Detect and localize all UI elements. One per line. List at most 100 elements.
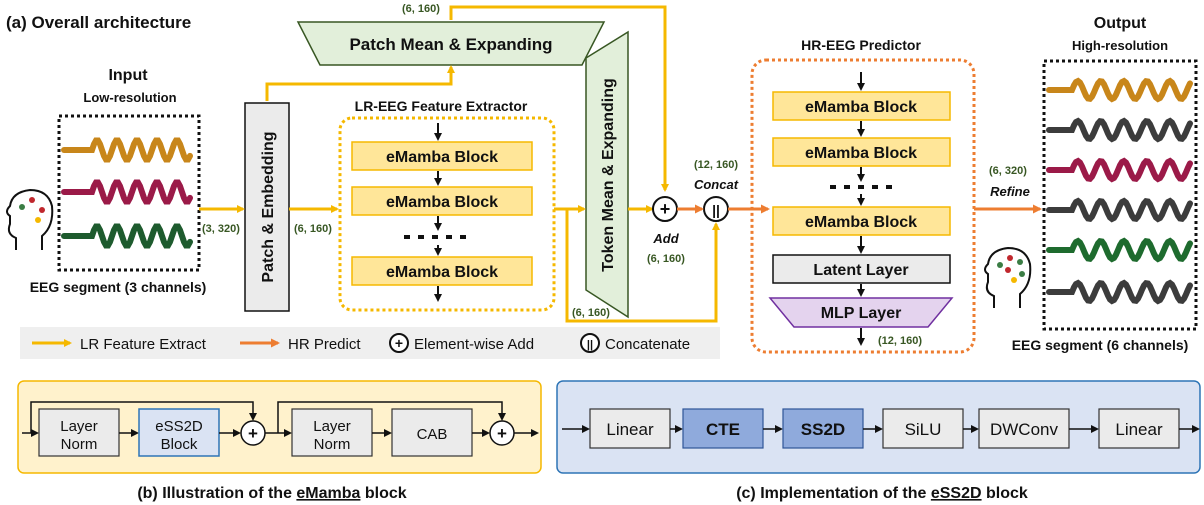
dim-embed: (6, 160) — [294, 223, 332, 235]
ess2d-box-1 — [589, 408, 671, 449]
svg-text:Concatenate: Concatenate — [605, 336, 690, 353]
lr-block-label: eMamba Block — [386, 264, 498, 281]
legend-hr: HR Predict — [240, 336, 361, 353]
svg-text:+: + — [660, 199, 671, 219]
latent-layer-label: Latent Layer — [813, 262, 908, 279]
refine-label: Refine — [990, 184, 1030, 199]
hr-predictor-block-3: eMamba Block — [772, 206, 951, 236]
ess2d-caption: (c) Implementation of the eSS2D block — [736, 485, 1028, 502]
emamba-layer-norm-1 — [38, 408, 120, 457]
svg-text:||: || — [587, 339, 593, 351]
legend-concat: || Concatenate — [580, 333, 690, 353]
emamba-cab-label: CAB — [417, 426, 448, 443]
input-wave-2 — [61, 179, 193, 205]
output-wave-6 — [1046, 279, 1193, 305]
ess2d-box-label: CTE — [706, 420, 740, 439]
input-waves — [61, 137, 193, 249]
output-subheading: High-resolution — [1072, 38, 1168, 53]
dim-add: (6, 160) — [647, 253, 685, 265]
emamba-ess2d-block — [138, 408, 220, 457]
lr-block-label: eMamba Block — [386, 149, 498, 166]
mlp-layer-label: MLP Layer — [821, 305, 902, 322]
legend-background — [20, 327, 720, 359]
emamba-layer-norm-2 — [291, 408, 373, 457]
hr-predictor-block-1: eMamba Block — [772, 91, 951, 121]
output-wave-2 — [1046, 117, 1193, 143]
head-icon-output — [984, 246, 1032, 308]
hr-predictor-box — [750, 58, 976, 354]
lr-extractor-block-2: eMamba Block — [351, 186, 533, 216]
latent-layer: Latent Layer — [772, 254, 951, 284]
ess2d-box-label: SiLU — [905, 420, 942, 439]
token-mean-label: Token Mean & Expanding — [600, 78, 617, 272]
svg-text:+: + — [497, 424, 507, 443]
ess2d-box-4 — [882, 408, 964, 449]
hr-ellipsis — [830, 185, 892, 189]
input-wave-1 — [61, 137, 193, 163]
hr-block-label: eMamba Block — [805, 214, 917, 231]
lr-extractor-block-1: eMamba Block — [351, 141, 533, 171]
hr-predictor-block-2: eMamba Block — [772, 137, 951, 167]
token-mean-trapezoid — [585, 30, 629, 319]
concat-label: Concat — [694, 177, 739, 192]
svg-text:HR Predict: HR Predict — [288, 336, 361, 353]
architecture-title: (a) Overall architecture — [6, 13, 191, 32]
patch-embedding-box — [244, 102, 290, 312]
svg-text:||: || — [712, 202, 720, 218]
input-subheading: Low-resolution — [83, 90, 176, 105]
ess2d-box-2 — [682, 408, 764, 449]
output-heading: Output — [1094, 15, 1147, 32]
lr-extractor-block-3: eMamba Block — [351, 256, 533, 286]
dim-refine: (6, 320) — [989, 165, 1027, 177]
output-wave-4 — [1046, 197, 1193, 223]
dim-concat: (12, 160) — [694, 159, 738, 171]
patch-mean-label: Patch Mean & Expanding — [349, 35, 552, 54]
dim-top: (6, 160) — [402, 3, 440, 15]
dim-bottom: (6, 160) — [572, 307, 610, 319]
ess2d-box-label: Linear — [1115, 420, 1163, 439]
input-caption: EEG segment (3 channels) — [30, 279, 207, 295]
svg-text:Element-wise Add: Element-wise Add — [414, 336, 534, 353]
emamba-cab — [391, 408, 473, 457]
legend-lr: LR Feature Extract — [32, 336, 207, 353]
ess2d-box-label: DWConv — [990, 420, 1059, 439]
patch-embedding-label: Patch & Embedding — [260, 131, 277, 282]
lr-block-label: eMamba Block — [386, 194, 498, 211]
ess2d-box-5 — [978, 408, 1070, 449]
dim-input: (3, 320) — [202, 223, 240, 235]
input-heading: Input — [108, 67, 148, 84]
hr-predictor-title: HR-EEG Predictor — [801, 37, 921, 53]
patch-mean-trapezoid — [296, 21, 606, 66]
add-label: Add — [652, 231, 679, 246]
ess2d-box-label: SS2D — [801, 420, 845, 439]
lr-extractor-title: LR-EEG Feature Extractor — [355, 98, 528, 114]
svg-text:+: + — [248, 424, 258, 443]
hr-block-label: eMamba Block — [805, 145, 917, 162]
head-icon-input — [6, 188, 54, 250]
concat-operator: || — [703, 196, 729, 222]
svg-text:LR Feature Extract: LR Feature Extract — [80, 336, 207, 353]
lr-ellipsis — [404, 235, 466, 239]
add-operator: + — [652, 196, 678, 222]
ess2d-diagram: Linear CTE SS2D SiLU DWConv Linear — [562, 408, 1200, 449]
input-wave-3 — [61, 223, 193, 249]
ess2d-box-label: Linear — [606, 420, 654, 439]
lr-flow-arrows — [199, 5, 720, 323]
output-wave-5 — [1046, 237, 1193, 263]
emamba-residual-1 — [30, 401, 257, 433]
legend-add: + Element-wise Add — [389, 333, 534, 353]
mlp-layer: MLP Layer — [768, 297, 954, 328]
output-wave-3 — [1046, 157, 1193, 183]
output-waves — [1046, 77, 1193, 305]
output-caption: EEG segment (6 channels) — [1012, 337, 1189, 353]
emamba-residual-2 — [277, 401, 506, 433]
dim-mlp-out: (12, 160) — [878, 335, 922, 347]
emamba-caption: (b) Illustration of the eMamba block — [137, 485, 406, 502]
output-wave-1 — [1046, 77, 1193, 103]
hr-block-label: eMamba Block — [805, 99, 917, 116]
